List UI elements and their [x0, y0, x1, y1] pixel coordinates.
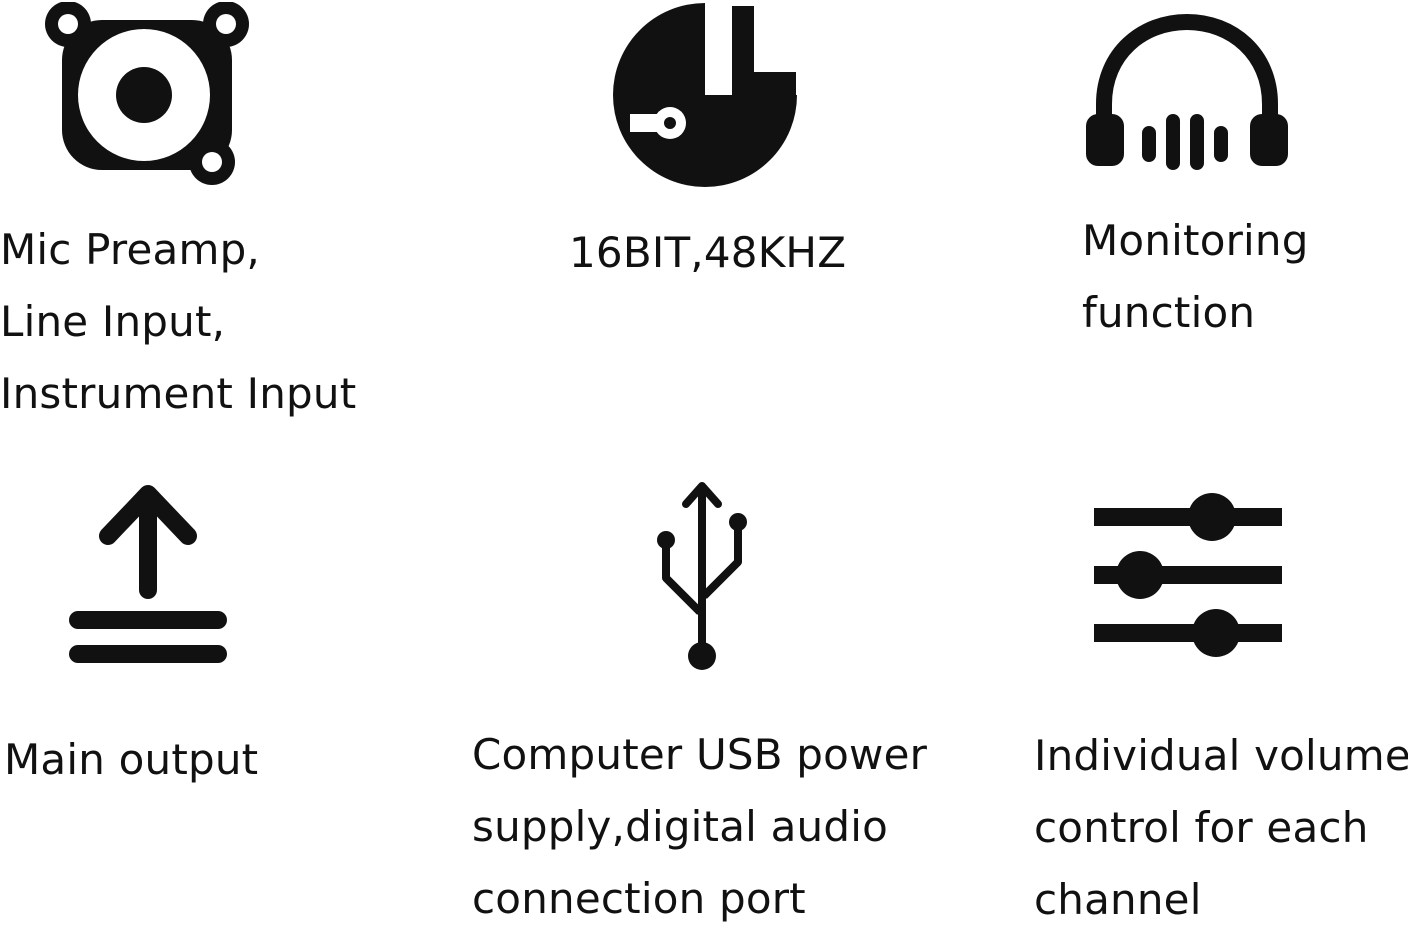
feature-label-sample-rate: 16BIT,48KHZ [569, 228, 847, 277]
feature-label-main-output: Main output [4, 735, 259, 784]
feature-label-volume-control: Individual volume control for each chann… [1034, 731, 1408, 924]
speaker-icon [45, 2, 249, 185]
feature-label-monitoring: Monitoring function [1082, 216, 1309, 337]
usb-icon [657, 482, 747, 670]
feature-label-usb: Computer USB power supply,digital audio … [472, 730, 928, 923]
upload-arrow-icon [69, 485, 227, 663]
sample-rate-icon [613, 2, 798, 187]
sliders-icon [1094, 493, 1282, 657]
feature-label-inputs: Mic Preamp, Line Input, Instrument Input [0, 225, 357, 418]
headphones-icon [1086, 14, 1288, 170]
